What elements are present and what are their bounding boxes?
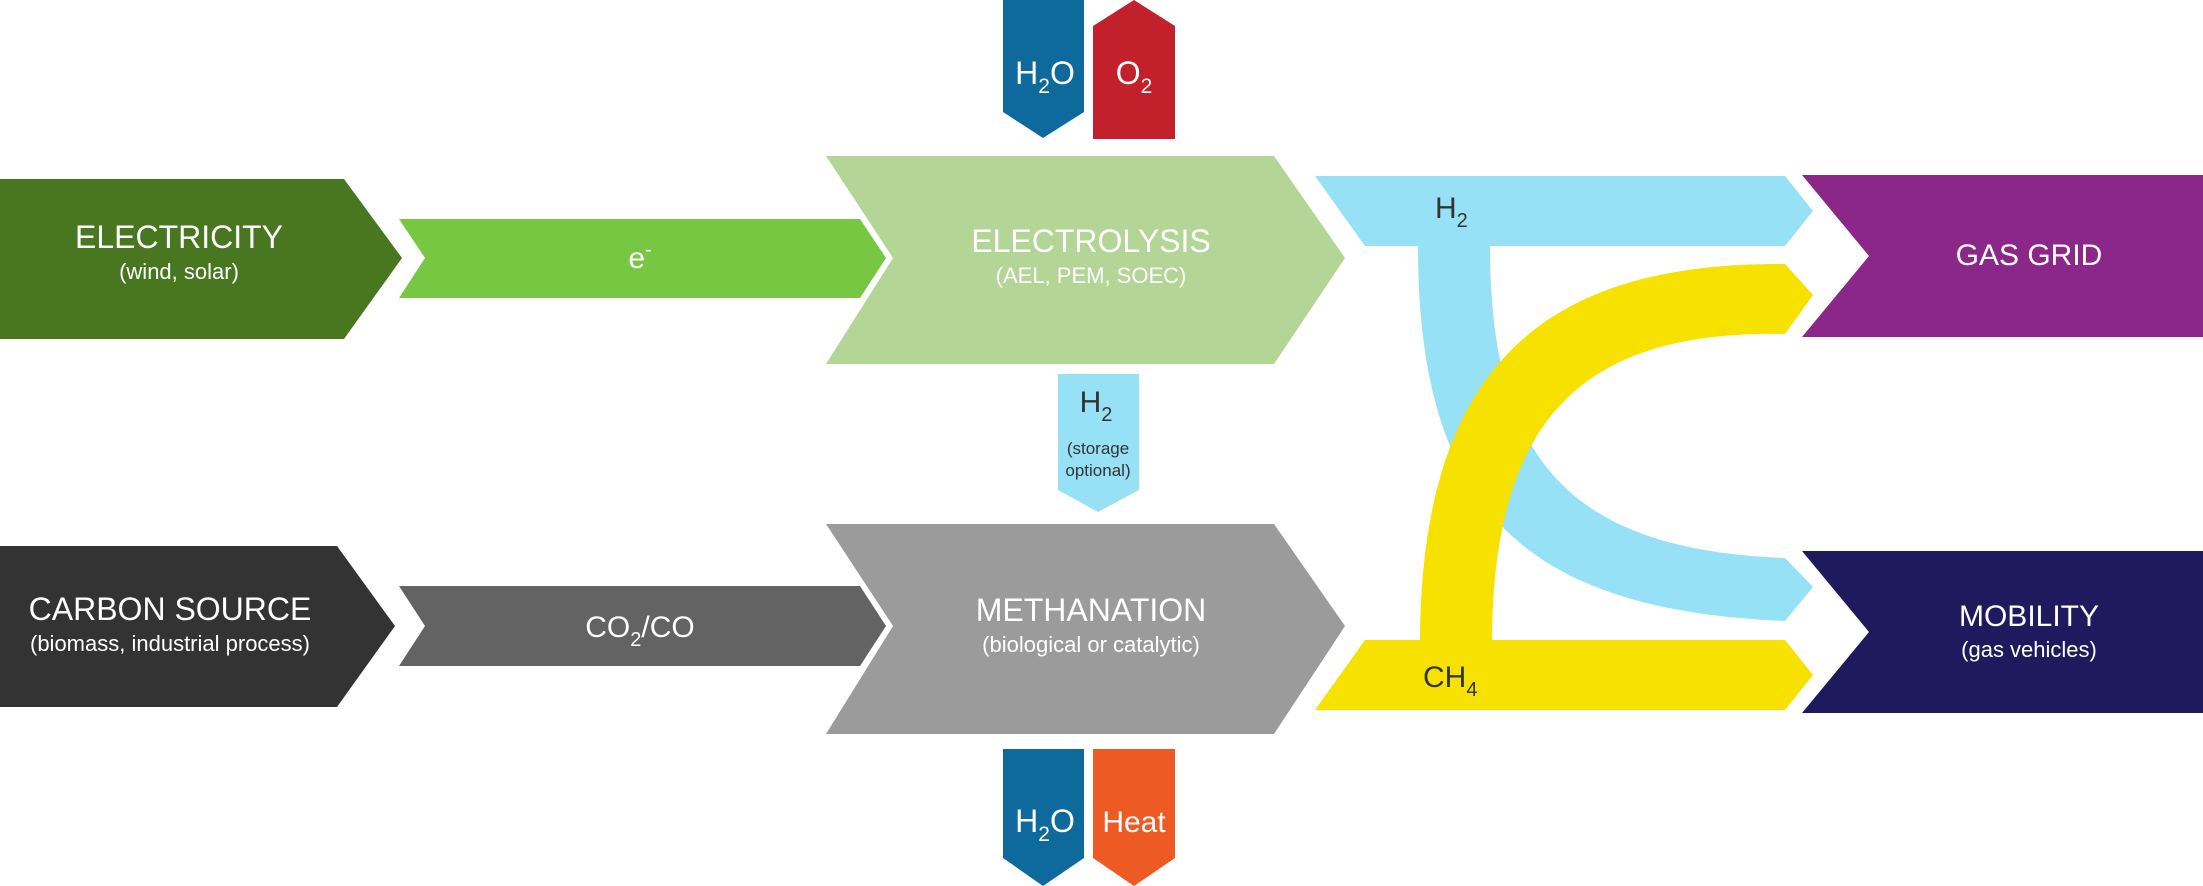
electrolysis-node: ELECTROLYSIS (AEL, PEM, SOEC) — [826, 156, 1345, 364]
carbon-source-title: CARBON SOURCE — [29, 591, 312, 627]
methanation-node: METHANATION (biological or catalytic) — [826, 524, 1345, 734]
methanation-subtitle: (biological or catalytic) — [982, 632, 1200, 657]
water-input-top: H2O — [1003, 0, 1084, 138]
water-input-arrow — [1003, 0, 1084, 138]
carbon-source-node: CARBON SOURCE (biomass, industrial proce… — [0, 546, 395, 707]
electricity-node: ELECTRICITY (wind, solar) — [0, 179, 402, 339]
h2-storage-label: H2 — [1080, 386, 1113, 426]
water-input-label: H2O — [1015, 55, 1075, 98]
water-output-label: H2O — [1015, 803, 1075, 846]
electrolysis-subtitle: (AEL, PEM, SOEC) — [996, 263, 1187, 288]
gas-grid-title: GAS GRID — [1956, 239, 2103, 272]
co2-flow-label: CO2/CO — [585, 611, 694, 651]
water-output-bottom: H2O — [1003, 749, 1084, 886]
h2-storage-note-line2: optional) — [1065, 461, 1130, 480]
h2-storage-arrow — [1058, 374, 1139, 512]
carbon-source-subtitle: (biomass, industrial process) — [30, 631, 310, 656]
methanation-arrow — [826, 524, 1345, 734]
co2-flow: CO2/CO — [399, 586, 886, 666]
water-output-arrow — [1003, 749, 1084, 886]
h2-output-label: H2 — [1435, 192, 1468, 232]
electrolysis-arrow — [826, 156, 1345, 364]
h2-output-curve — [1418, 246, 1813, 621]
mobility-subtitle: (gas vehicles) — [1961, 637, 2097, 662]
ch4-output-stream: CH4 — [1315, 263, 1813, 710]
h2-storage-note-line1: (storage — [1067, 439, 1129, 458]
electricity-subtitle: (wind, solar) — [119, 259, 239, 284]
h2-output-stream: H2 — [1315, 176, 1813, 621]
heat-output: Heat — [1093, 749, 1175, 886]
methanation-title: METHANATION — [976, 592, 1207, 628]
carbon-source-arrow — [0, 546, 395, 707]
mobility-title: MOBILITY — [1959, 600, 2099, 633]
ch4-output-bottom-arrow — [1315, 640, 1813, 710]
heat-output-arrow — [1093, 749, 1175, 886]
oxygen-output: O2 — [1093, 0, 1175, 139]
h2-storage-flow: H2 (storage optional) — [1058, 374, 1139, 512]
gas-grid-node: GAS GRID — [1802, 175, 2203, 337]
electricity-title: ELECTRICITY — [75, 219, 283, 255]
ch4-output-curve — [1420, 263, 1813, 645]
oxygen-output-label: O2 — [1116, 55, 1153, 98]
ch4-output-label: CH4 — [1423, 661, 1477, 701]
electrolysis-title: ELECTROLYSIS — [971, 223, 1210, 259]
gas-grid-arrow — [1802, 175, 2203, 337]
mobility-arrow — [1802, 551, 2203, 713]
electricity-arrow — [0, 179, 402, 339]
heat-output-label: Heat — [1102, 806, 1166, 839]
mobility-node: MOBILITY (gas vehicles) — [1802, 551, 2203, 713]
co2-flow-arrow — [399, 586, 886, 666]
h2-output-top-arrow — [1315, 176, 1813, 246]
oxygen-output-arrow — [1093, 0, 1175, 139]
electron-flow: e- — [399, 219, 886, 298]
electron-flow-arrow — [399, 219, 886, 298]
electron-flow-label: e- — [628, 239, 651, 275]
